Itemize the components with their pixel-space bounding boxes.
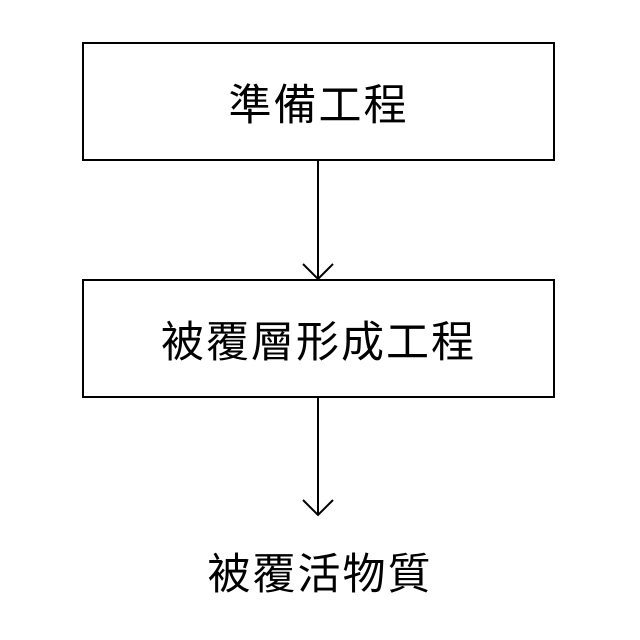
step-label-coating-formation: 被覆層形成工程 (161, 308, 476, 370)
result-label: 被覆活物質 (0, 540, 640, 602)
arrow-2 (303, 398, 333, 515)
step-box-coating-formation: 被覆層形成工程 (82, 279, 555, 398)
arrow-1 (303, 161, 333, 279)
